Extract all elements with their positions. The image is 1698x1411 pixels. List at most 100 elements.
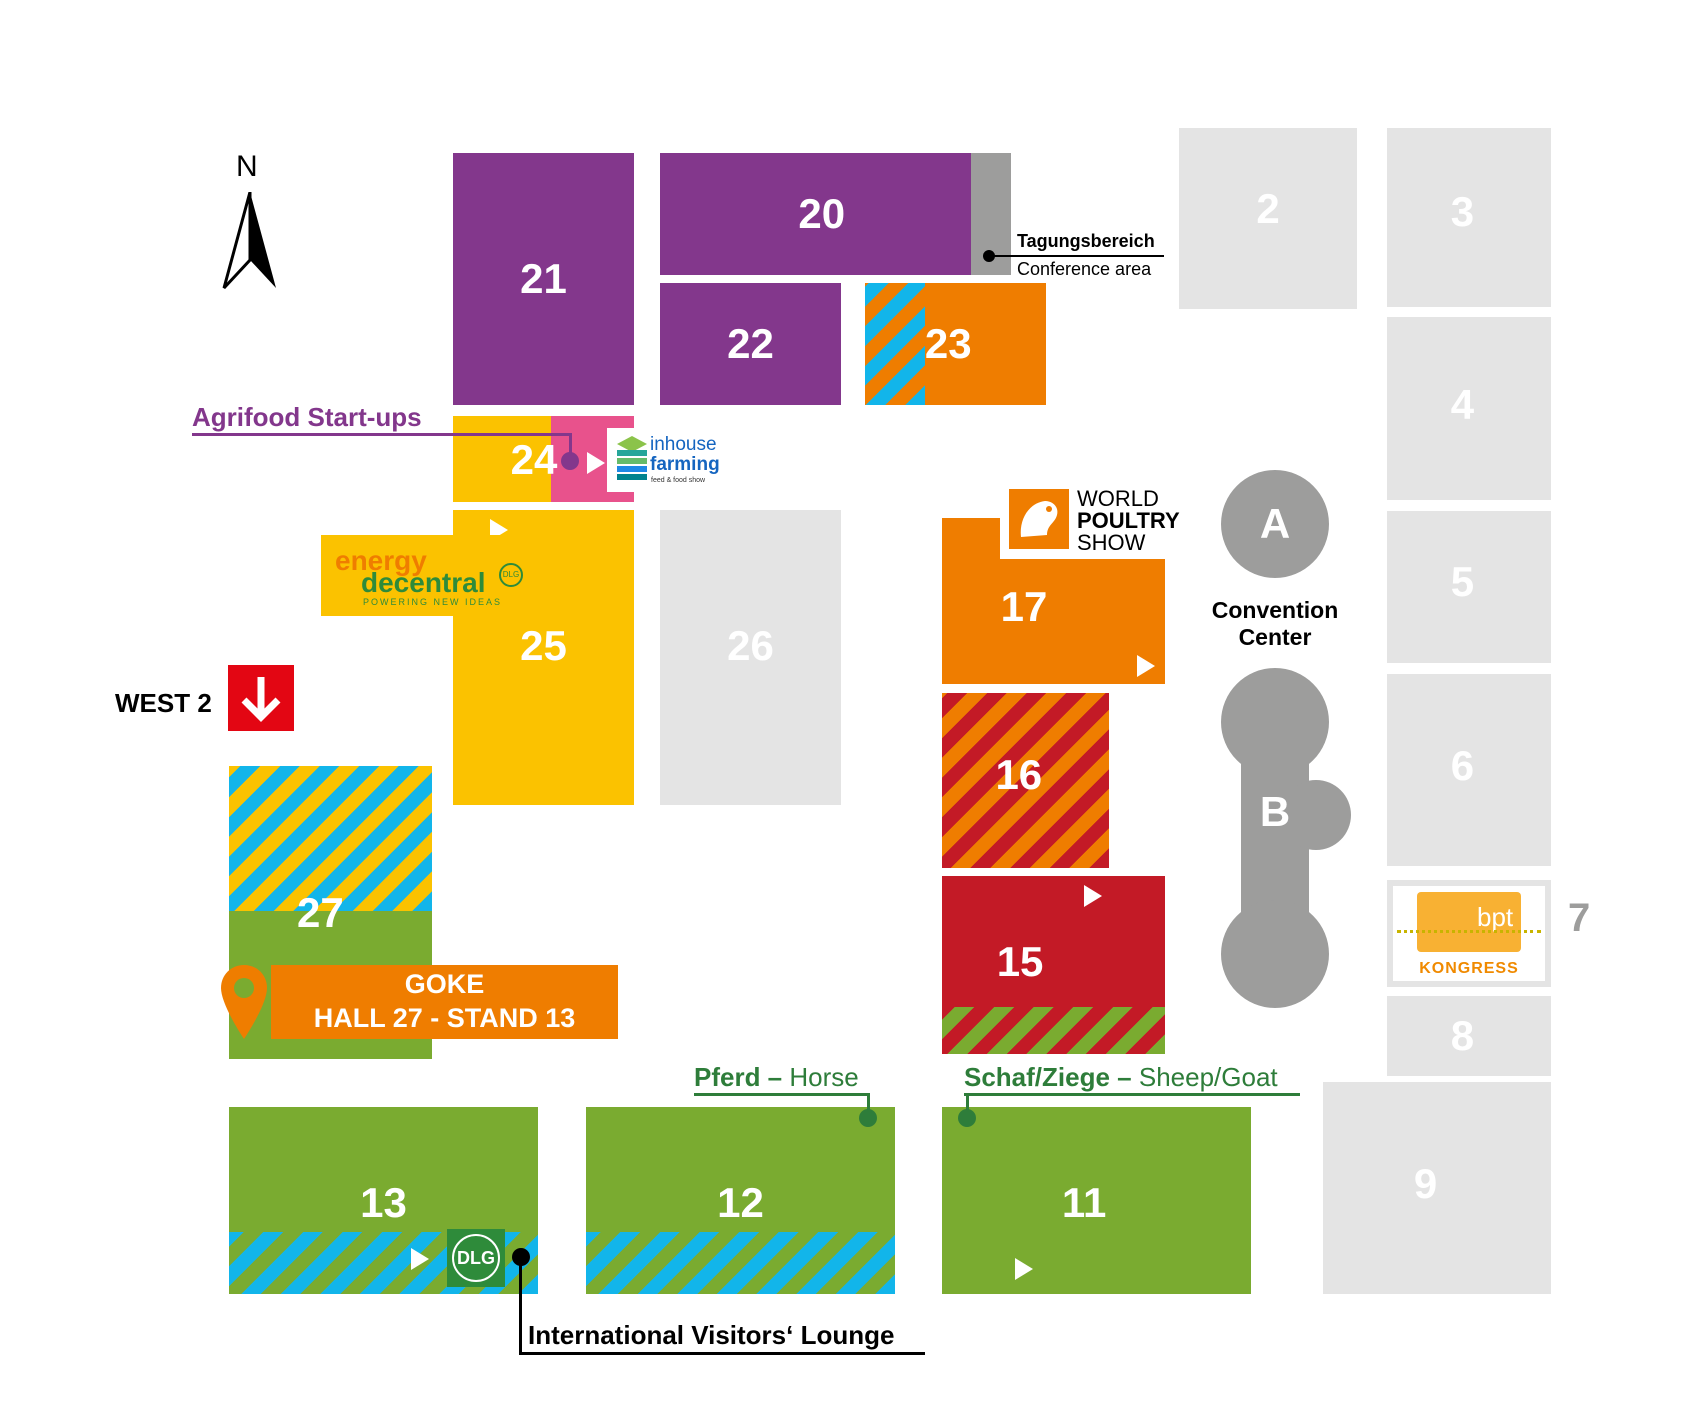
entrance-arrow-icon	[1084, 885, 1102, 907]
convention-b-side	[1281, 780, 1351, 850]
hall-6-number: 6	[1450, 742, 1475, 790]
hall-16[interactable]: 16	[942, 693, 1109, 868]
arrow-down-icon	[241, 677, 281, 722]
hall-8[interactable]: 8	[1387, 996, 1551, 1076]
agrifood-line-v	[569, 433, 572, 459]
hall-25-number: 25	[520, 621, 567, 669]
hall-24[interactable]	[453, 416, 553, 502]
feed-food-text: feed & food show	[651, 477, 706, 484]
schaf-line-h	[964, 1093, 1300, 1096]
hall-3-number: 3	[1450, 188, 1475, 236]
lounge-marker	[512, 1248, 530, 1266]
location-pin-icon[interactable]	[219, 963, 269, 1041]
conference-area-label: Conference area	[1017, 259, 1152, 279]
hall-7[interactable]: bpt KONGRESS	[1387, 880, 1551, 987]
hall-23-stripes	[865, 283, 925, 405]
kongress-text: KONGRESS	[1419, 960, 1519, 977]
agrifood-startups-label[interactable]: Agrifood Start-ups	[192, 402, 422, 432]
west-2-label: WEST 2	[115, 688, 212, 718]
wps-poultry: POULTRY	[1077, 508, 1180, 533]
entrance-arrow-icon	[411, 1248, 429, 1270]
bpt-kongress-logo: bpt KONGRESS	[1393, 886, 1545, 981]
convention-a[interactable]: A	[1221, 470, 1329, 578]
hall-25[interactable]: 25	[453, 510, 634, 805]
hall-20-number: 20	[798, 190, 846, 237]
energy-decentral-logo: energy decentral POWERING NEW IDEAS DLG	[321, 535, 527, 616]
hall-20[interactable]: 20	[660, 153, 971, 275]
entrance-arrow-icon	[1015, 1258, 1033, 1280]
convention-b-bottom	[1221, 900, 1329, 1008]
hall-16-number: 16	[995, 751, 1043, 799]
hall-23-number: 23	[924, 320, 972, 367]
goke-line-2: HALL 27 - STAND 13	[313, 1003, 576, 1033]
goke-line-1: GOKE	[404, 969, 485, 999]
hen-icon	[1020, 501, 1058, 537]
hall-12-stripes	[586, 1232, 895, 1294]
hall-26[interactable]: 26	[660, 510, 841, 805]
hall-21-number: 21	[520, 255, 567, 302]
pferd-de: Pferd –	[694, 1062, 783, 1092]
bpt-dots	[1397, 930, 1541, 933]
convention-label-2: Center	[1238, 624, 1312, 650]
schaf-en: Sheep/Goat	[1131, 1062, 1278, 1092]
compass-letter: N	[236, 150, 258, 183]
hall-15-number: 15	[996, 938, 1044, 985]
agrifood-marker	[561, 452, 579, 470]
hall-17-number: 17	[1000, 583, 1048, 630]
hall-27-stripes	[229, 766, 432, 911]
hall-3[interactable]: 3	[1387, 128, 1551, 307]
hall-9[interactable]: 9	[1323, 1082, 1551, 1294]
schaf-ziege-label[interactable]: Schaf/Ziege – Sheep/Goat	[964, 1062, 1278, 1093]
hall-5[interactable]: 5	[1387, 511, 1551, 663]
agrifood-line-h	[192, 433, 572, 436]
convention-b[interactable]: B	[1221, 668, 1361, 1008]
north-arrow-icon	[222, 192, 276, 290]
pferd-marker	[859, 1109, 877, 1127]
conference-line	[990, 255, 1164, 257]
lounge-line-h	[519, 1352, 925, 1355]
international-visitors-lounge-label[interactable]: International Visitors‘ Lounge	[528, 1320, 895, 1350]
convention-label-1: Convention	[1211, 597, 1339, 623]
schaf-de: Schaf/Ziege –	[964, 1062, 1132, 1092]
hall-21[interactable]: 21	[453, 153, 634, 405]
farming-text: farming	[650, 454, 720, 475]
pferd-label[interactable]: Pferd – Horse	[694, 1062, 859, 1093]
hall-11-number: 11	[1061, 1179, 1107, 1226]
hall-22[interactable]: 22	[660, 283, 841, 405]
hall-27-number: 27	[296, 889, 344, 936]
conference-marker	[983, 250, 995, 262]
entrance-arrow-icon	[1137, 655, 1155, 677]
bpt-text: bpt	[1477, 902, 1514, 932]
hall-6[interactable]: 6	[1387, 674, 1551, 866]
hall-26-number: 26	[727, 621, 774, 669]
hall-12[interactable]: 12	[586, 1107, 895, 1294]
hall-24-number: 24	[510, 436, 558, 483]
convention-a-letter: A	[1259, 500, 1291, 547]
hall-2-number: 2	[1256, 185, 1280, 233]
tagungsbereich-label: Tagungsbereich	[1017, 231, 1155, 251]
convention-b-letter: B	[1259, 788, 1291, 835]
hall-9-number: 9	[1413, 1159, 1438, 1207]
hall-15-stripes	[942, 1007, 1165, 1054]
dlg-text: DLG	[452, 1234, 500, 1282]
hall-22-number: 22	[727, 320, 774, 367]
schaf-line-v	[966, 1093, 969, 1113]
wps-show: SHOW	[1077, 530, 1146, 555]
inhouse-farming-logo: inhouse farming feed & food show	[607, 428, 737, 492]
hall-5-number: 5	[1450, 558, 1475, 606]
schaf-marker	[958, 1109, 976, 1127]
pferd-en: Horse	[782, 1062, 859, 1092]
hall-11[interactable]: 11	[942, 1107, 1251, 1294]
hall-2[interactable]: 2	[1179, 128, 1357, 309]
inhouse-text: inhouse	[650, 434, 717, 455]
hall-4[interactable]: 4	[1387, 317, 1551, 500]
west-2-entrance[interactable]	[228, 665, 294, 731]
hall-23[interactable]: 23	[865, 283, 1046, 405]
wps-world: WORLD	[1077, 486, 1159, 511]
hall-15[interactable]: 15	[942, 876, 1165, 1054]
hall-4-number: 4	[1450, 380, 1475, 428]
energy-text: energy	[335, 545, 427, 576]
decentral-text: decentral	[361, 567, 486, 598]
goke-stand-label[interactable]: GOKE HALL 27 - STAND 13	[271, 965, 618, 1039]
